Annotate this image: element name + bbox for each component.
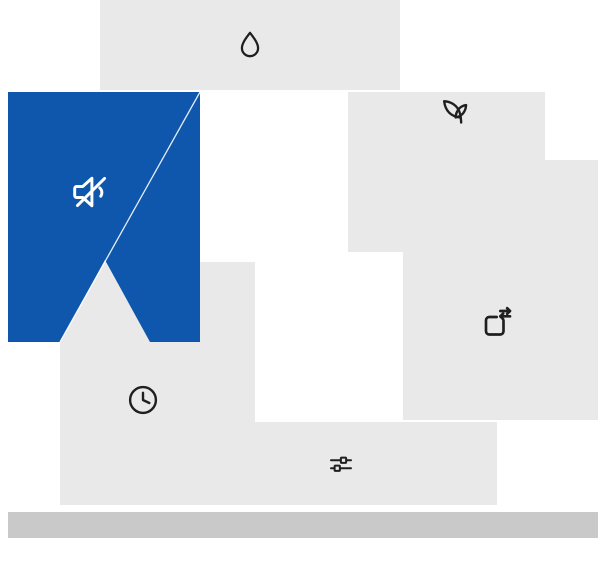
- plug-swap-icon: [484, 306, 512, 336]
- accent-ribbon-shape: [8, 92, 200, 342]
- tile-speaker-mute[interactable]: [8, 92, 200, 342]
- bottom-bar: [8, 512, 598, 538]
- tile-water-drop[interactable]: [100, 0, 400, 90]
- speaker-mute-icon: [73, 176, 107, 208]
- options-sliders-icon: [330, 456, 352, 472]
- tile-plug-swap[interactable]: [403, 160, 598, 420]
- water-drop-icon: [240, 31, 260, 58]
- clock-icon: [128, 385, 158, 415]
- leaf-icon: [443, 100, 468, 124]
